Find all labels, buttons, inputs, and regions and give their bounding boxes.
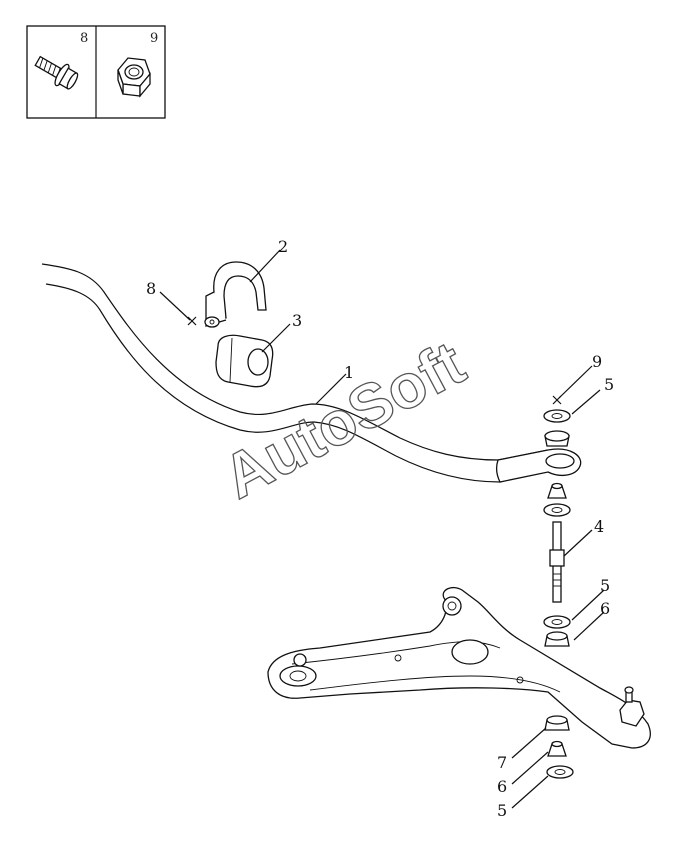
callout-1: 1 xyxy=(344,363,354,382)
leader-lines xyxy=(159,249,605,809)
stabilizer-bracket xyxy=(204,261,267,328)
callout-8: 8 xyxy=(146,279,156,298)
bracket-bolt-marker xyxy=(187,316,197,326)
key-number-8: 8 xyxy=(80,31,88,46)
callout-5-middle: 5 xyxy=(600,576,610,595)
key-number-9: 9 xyxy=(150,31,158,46)
callout-2: 2 xyxy=(278,237,288,256)
lower-control-arm xyxy=(267,586,651,749)
callout-4: 4 xyxy=(594,517,604,536)
callout-6-lower: 6 xyxy=(497,777,507,796)
washer xyxy=(543,409,571,423)
flange-bolt-icon xyxy=(34,55,79,90)
callout-7: 7 xyxy=(497,753,507,772)
lock-nut-icon xyxy=(117,57,151,98)
fastener-key: 8 9 xyxy=(26,25,166,119)
callout-9: 9 xyxy=(592,352,602,371)
callout-5-bottom: 5 xyxy=(497,801,507,820)
stabilizer-bar xyxy=(41,263,582,483)
callout-3: 3 xyxy=(292,311,302,330)
callout-6-upper: 6 xyxy=(600,599,610,618)
callout-5-top: 5 xyxy=(604,375,614,394)
stabilizer-bushing xyxy=(215,334,274,388)
stabilizer-link-assembly xyxy=(543,395,574,779)
callouts: 2 3 8 1 9 5 4 5 6 7 6 5 xyxy=(146,237,614,820)
bar-end-eye xyxy=(545,453,575,469)
